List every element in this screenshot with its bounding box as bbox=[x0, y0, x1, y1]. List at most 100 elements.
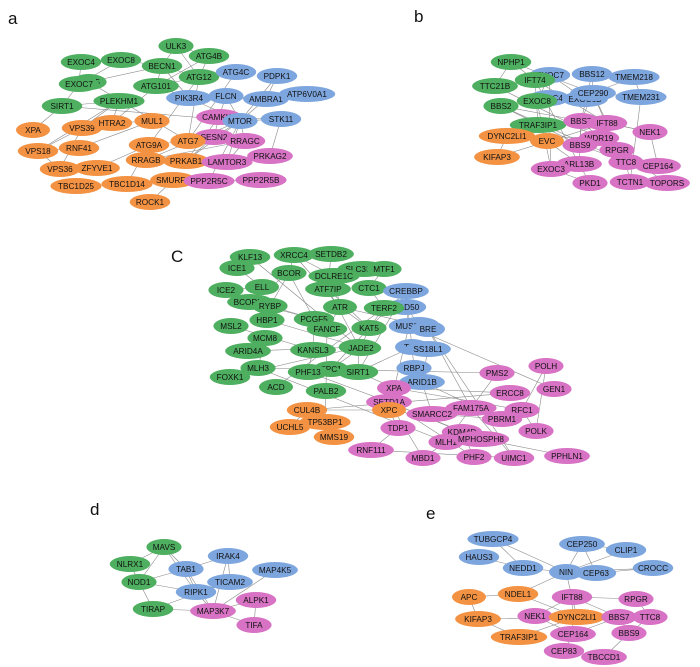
node-label: EXOC8 bbox=[107, 56, 135, 65]
node-ellipse bbox=[605, 542, 647, 558]
node-label: EPC1 bbox=[320, 365, 342, 374]
node-ellipse bbox=[166, 90, 212, 106]
node-label: RPGR bbox=[624, 595, 648, 604]
node-ellipse bbox=[635, 158, 681, 174]
node-ellipse bbox=[632, 609, 668, 625]
node-ellipse bbox=[175, 584, 217, 600]
node-label: MPHOSPH8 bbox=[458, 435, 504, 444]
node-d-map3k7: MAP3K7 bbox=[190, 603, 236, 619]
node-label: MSL2 bbox=[220, 322, 242, 331]
node-ellipse bbox=[516, 93, 558, 109]
node-label: KANSL3 bbox=[297, 346, 329, 355]
node-a-lamtor3: LAMTOR3 bbox=[201, 154, 253, 170]
node-b-pkd1: PKD1 bbox=[572, 175, 608, 191]
node-c-phf13: PHF13 bbox=[287, 364, 329, 380]
node-ellipse bbox=[551, 589, 593, 605]
node-a-plekhm1: PLEKHM1 bbox=[93, 93, 145, 109]
node-b-bbs2: BBS2 bbox=[483, 98, 519, 114]
node-label: ATG101 bbox=[141, 82, 171, 91]
node-a-exoc8: EXOC8 bbox=[100, 52, 142, 68]
node-label: UCHL5 bbox=[277, 423, 304, 432]
node-label: TCTN1 bbox=[617, 178, 644, 187]
node-ellipse bbox=[575, 565, 617, 581]
node-e-cep63: CEP63 bbox=[575, 565, 617, 581]
node-label: BCORL1 bbox=[234, 298, 267, 307]
node-c-polk: POLK bbox=[518, 423, 554, 439]
node-label: BBS9 bbox=[570, 141, 591, 150]
node-label: XPA bbox=[25, 126, 41, 135]
node-ellipse bbox=[109, 556, 151, 572]
node-b-traf3ip1: TRAF3IP1 bbox=[509, 117, 567, 133]
node-label: NIN bbox=[559, 568, 573, 577]
node-ellipse bbox=[530, 161, 572, 177]
node-label: XPA bbox=[386, 384, 402, 393]
node-label: XPC bbox=[381, 406, 398, 415]
panel-label-e: e bbox=[426, 504, 435, 523]
node-c-bcor: BCOR bbox=[271, 265, 307, 281]
node-ellipse bbox=[399, 374, 445, 390]
node-ellipse bbox=[168, 561, 204, 577]
node-ellipse bbox=[225, 343, 271, 359]
node-label: PMS2 bbox=[486, 369, 509, 378]
node-e-dync2li1: DYNC2LI1 bbox=[548, 609, 606, 625]
node-label: PPP2R5C bbox=[190, 177, 227, 186]
node-d-tab1: TAB1 bbox=[168, 561, 204, 577]
node-a-atg9a: ATG9A bbox=[128, 137, 170, 153]
node-ellipse bbox=[502, 560, 544, 576]
node-label: AMBRA1 bbox=[249, 95, 283, 104]
node-ellipse bbox=[260, 111, 302, 127]
node-label: NEDD1 bbox=[509, 564, 537, 573]
node-label: TMEM218 bbox=[615, 73, 653, 82]
node-b-ift88: IFT88 bbox=[586, 115, 628, 131]
node-c-pms2: PMS2 bbox=[479, 365, 515, 381]
node-ellipse bbox=[571, 66, 613, 82]
node-label: SLC30A9 bbox=[345, 265, 380, 274]
node-c-crebbp: CREBBP bbox=[383, 283, 429, 299]
node-label: TOPORS bbox=[650, 179, 685, 188]
node-ellipse bbox=[483, 98, 519, 114]
node-a-ppp2r5b: PPP2R5B bbox=[235, 172, 287, 188]
node-a-mul1: MUL1 bbox=[134, 113, 170, 129]
node-ellipse bbox=[249, 312, 285, 328]
node-e-apc: APC bbox=[452, 589, 486, 605]
node-ellipse bbox=[581, 649, 627, 665]
node-e-ttc8: TTC8 bbox=[632, 609, 668, 625]
node-ellipse bbox=[518, 423, 554, 439]
node-label: LAMTOR3 bbox=[208, 158, 247, 167]
node-label: ROCK1 bbox=[136, 198, 165, 207]
node-e-cep83: CEP83 bbox=[543, 643, 585, 659]
node-a-rock1: ROCK1 bbox=[129, 194, 171, 210]
node-c-smarcc2: SMARCC2 bbox=[406, 406, 458, 422]
node-ellipse bbox=[452, 589, 486, 605]
node-b-tmem218: TMEM218 bbox=[608, 69, 660, 85]
node-c-tdp1: TDP1 bbox=[380, 420, 416, 436]
node-ellipse bbox=[305, 383, 347, 399]
node-ellipse bbox=[452, 431, 510, 447]
node-a-vps18: VPS18 bbox=[17, 143, 59, 159]
node-label: ATG4B bbox=[196, 52, 223, 61]
node-ellipse bbox=[458, 549, 500, 565]
node-label: TAB1 bbox=[176, 565, 196, 574]
node-label: RBPJ bbox=[404, 364, 425, 373]
node-d-ripk1: RIPK1 bbox=[175, 584, 217, 600]
node-label: EXOC4 bbox=[67, 58, 95, 67]
node-label: NEK1 bbox=[524, 612, 546, 621]
panel-label-d: d bbox=[90, 500, 99, 519]
node-c-ss18l1: SS18L1 bbox=[405, 341, 451, 357]
node-d-map4k5: MAP4K5 bbox=[252, 562, 298, 578]
node-c-pphln1: PPHLN1 bbox=[544, 448, 590, 464]
node-ellipse bbox=[170, 133, 206, 149]
node-ellipse bbox=[271, 265, 307, 281]
node-ellipse bbox=[286, 402, 328, 418]
node-c-mtf1: MTF1 bbox=[366, 261, 402, 277]
node-label: CAMKK2 bbox=[202, 113, 236, 122]
node-label: KIFAP3 bbox=[464, 615, 492, 624]
node-c-fancf: FANCF bbox=[306, 321, 348, 337]
node-label: FANCF bbox=[314, 325, 341, 334]
node-ellipse bbox=[570, 85, 616, 101]
node-ellipse bbox=[490, 54, 532, 70]
node-ellipse bbox=[514, 72, 556, 88]
node-ellipse bbox=[562, 137, 598, 153]
node-label: ALPK1 bbox=[243, 596, 269, 605]
